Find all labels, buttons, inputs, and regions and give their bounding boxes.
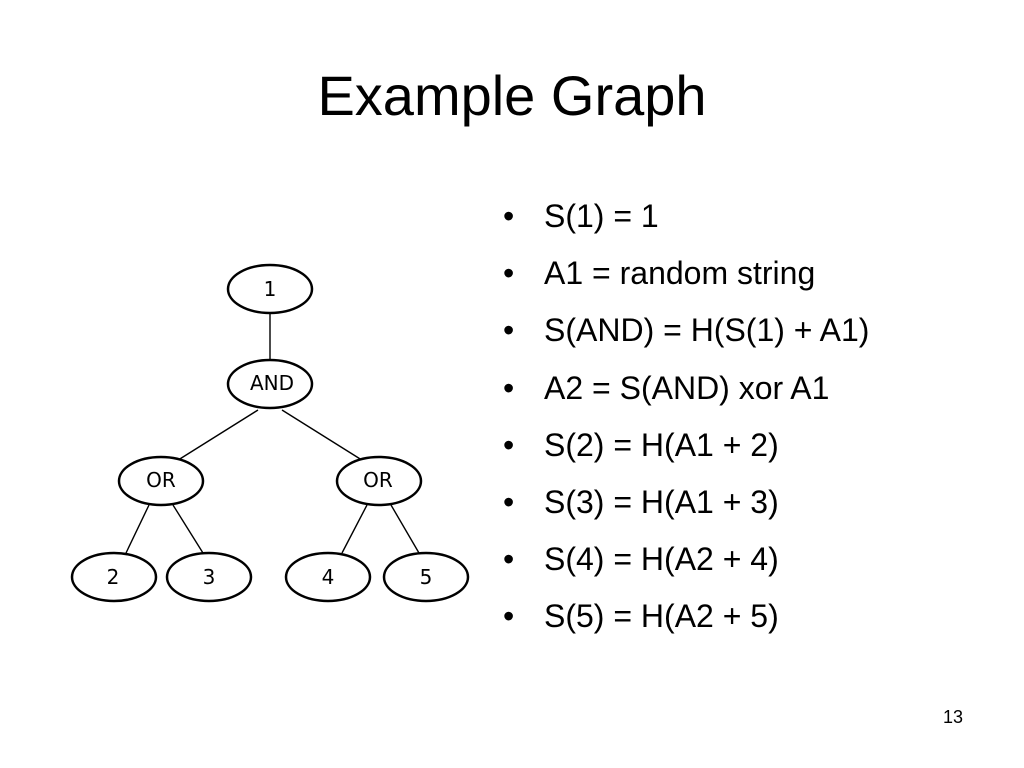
bullet-dot-icon: • <box>503 598 515 635</box>
bullet-dot-icon: • <box>503 484 515 521</box>
edge-or-left-3 <box>172 504 204 554</box>
bullet-item: • S(4) = H(A2 + 4) <box>503 531 869 588</box>
bullet-item: • S(3) = H(A1 + 3) <box>503 474 869 531</box>
node-1-label: 1 <box>264 277 277 301</box>
bullet-item: • A2 = S(AND) xor A1 <box>503 360 869 417</box>
node-3-label: 3 <box>203 565 216 589</box>
bullet-text: S(2) = H(A1 + 2) <box>544 426 779 463</box>
edge-or-left-2 <box>125 504 150 554</box>
bullet-text: S(1) = 1 <box>544 198 659 234</box>
graph-edges <box>125 312 420 554</box>
node-or-right-label: OR <box>363 468 393 492</box>
node-5-label: 5 <box>420 565 433 589</box>
node-5 <box>382 551 470 603</box>
graph-nodes <box>70 263 470 603</box>
bullet-dot-icon: • <box>503 541 515 578</box>
bullet-item: • S(2) = H(A1 + 2) <box>503 417 869 474</box>
node-and <box>226 358 314 410</box>
page-number: 13 <box>942 707 963 727</box>
node-2-label: 2 <box>107 565 120 589</box>
node-and-label: AND <box>250 371 294 395</box>
bullet-item: • S(5) = H(A2 + 5) <box>503 588 869 645</box>
edge-or-right-5 <box>390 504 420 554</box>
bullet-text: A2 = S(AND) xor A1 <box>544 369 830 406</box>
bullet-text: A1 = random string <box>544 255 816 292</box>
bullet-dot-icon: • <box>503 312 515 349</box>
slide-title: Example Graph <box>317 64 707 127</box>
bullet-text: S(AND) = H(S(1) + A1) <box>544 312 870 349</box>
node-2 <box>70 551 158 603</box>
node-4 <box>284 551 372 603</box>
bullet-dot-icon: • <box>503 198 515 234</box>
bullet-dot-icon: • <box>503 255 515 292</box>
bullet-item: • S(1) = 1 <box>503 188 869 245</box>
bullet-item: • S(AND) = H(S(1) + A1) <box>503 302 869 359</box>
bullet-list: • S(1) = 1 • A1 = random string • S(AND) = … <box>503 188 869 646</box>
node-1 <box>226 263 314 315</box>
node-or-right <box>335 455 423 507</box>
node-or-left-label: OR <box>146 468 176 492</box>
node-3 <box>165 551 253 603</box>
bullet-text: S(5) = H(A2 + 5) <box>544 598 779 635</box>
bullet-dot-icon: • <box>503 369 515 406</box>
edge-and-or-right <box>281 409 366 463</box>
graph-node-labels: 1 AND OR OR 2 3 4 5 <box>107 277 433 589</box>
node-or-left <box>117 455 205 507</box>
bullet-item: • A1 = random string <box>503 245 869 302</box>
edge-and-or-left <box>174 409 259 463</box>
node-4-label: 4 <box>322 565 335 589</box>
bullet-text: S(3) = H(A1 + 3) <box>544 484 779 521</box>
edge-or-right-4 <box>341 504 368 554</box>
bullet-dot-icon: • <box>503 426 515 463</box>
bullet-text: S(4) = H(A2 + 4) <box>544 541 779 578</box>
